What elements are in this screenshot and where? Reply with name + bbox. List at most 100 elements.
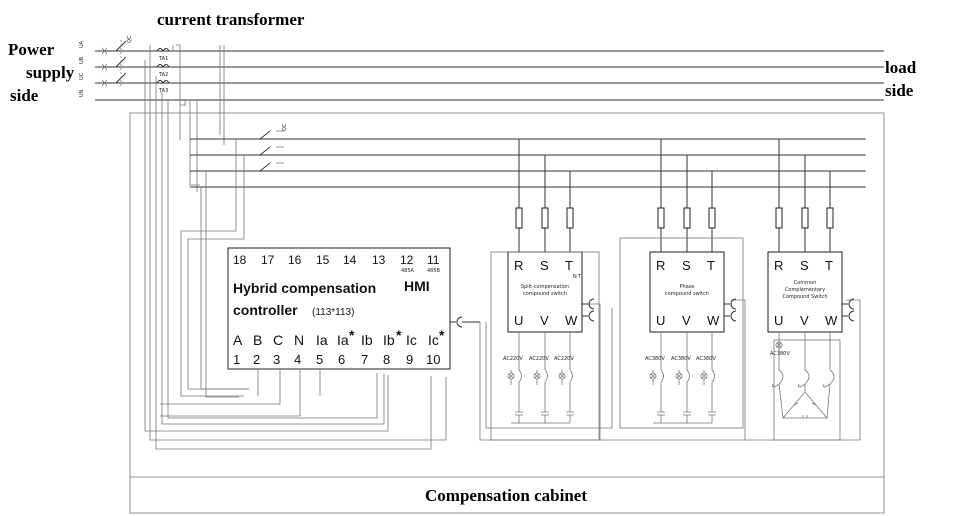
- hybrid-controller: 18 17 16 15 14 13 12 11 485A 485B Hybrid…: [227, 247, 480, 370]
- phase-labels: UA UB UC UN: [79, 40, 85, 97]
- power-supply-side-label: Power supply side: [8, 40, 75, 105]
- switch-n-label: N: [573, 274, 577, 280]
- current-transformer-title: current transformer: [157, 10, 305, 29]
- svg-text:*: *: [439, 327, 445, 343]
- internal-bus: [190, 138, 866, 188]
- svg-text:supply: supply: [26, 63, 75, 82]
- internal-breaker: QC: [259, 123, 288, 172]
- svg-text:(113*113): (113*113): [312, 307, 354, 318]
- switch-terminal-bottom: U: [514, 313, 523, 328]
- main-bus-lines: [95, 50, 884, 101]
- svg-text:17: 17: [261, 253, 275, 267]
- svg-text:485A: 485A: [401, 268, 415, 274]
- switch-terminal-bottom: U: [656, 313, 665, 328]
- ct-leads: [144, 44, 447, 450]
- svg-text:*: *: [349, 327, 355, 343]
- svg-text:8: 8: [383, 352, 390, 367]
- controller-stars: * * *: [349, 327, 445, 343]
- switch-terminal-top: T: [565, 258, 573, 273]
- svg-text:QC: QC: [127, 35, 133, 43]
- svg-text:3: 3: [273, 352, 280, 367]
- controller-top-terminals: 18 17 16 15 14 13 12 11: [233, 253, 440, 267]
- svg-text:15: 15: [316, 253, 330, 267]
- cap-voltage-label: AC380V: [696, 356, 716, 362]
- svg-text:B: B: [253, 332, 262, 348]
- switch-terminal-bottom: V: [540, 313, 549, 328]
- svg-text:7: 7: [361, 352, 368, 367]
- switch-terminal-top: R: [514, 258, 523, 273]
- switch-n-mark: T: [577, 274, 582, 280]
- cap-voltage-label: AC220V: [529, 356, 549, 362]
- svg-text:1: 1: [233, 352, 240, 367]
- svg-text:Ia: Ia: [337, 332, 349, 348]
- controller-bottom-terminals: 1 2 3 4 5 6 7 8 9 10: [233, 352, 440, 367]
- cap-voltage-label: AC380V: [645, 356, 665, 362]
- cap-voltage-label: AC380V: [770, 351, 790, 357]
- switch-terminal-bottom: U: [774, 313, 783, 328]
- svg-text:load: load: [885, 58, 917, 77]
- switch-label: compound switch: [665, 291, 709, 297]
- switch-terminal-bottom: V: [800, 313, 809, 328]
- svg-text:5: 5: [316, 352, 323, 367]
- cap-voltage-label: AC220V: [503, 356, 523, 362]
- switch-terminal-bottom: W: [707, 313, 720, 328]
- svg-text:Ib: Ib: [383, 332, 395, 348]
- svg-text:UB: UB: [79, 56, 85, 64]
- svg-text:485B: 485B: [427, 268, 441, 274]
- switch-box: [649, 251, 725, 333]
- svg-text:side: side: [885, 81, 914, 100]
- switch-terminal-top: R: [774, 258, 783, 273]
- switch-terminal-top: S: [800, 258, 809, 273]
- controller-title: Hybrid compensation: [233, 280, 376, 296]
- svg-text:12: 12: [400, 253, 414, 267]
- switch-terminal-top: R: [656, 258, 665, 273]
- switch-frame-1: [490, 251, 600, 441]
- controller-leads: [160, 139, 321, 417]
- switch-label: Complementary: [785, 287, 825, 293]
- switch-label: Common: [794, 280, 817, 286]
- compensation-cabinet: [129, 112, 885, 514]
- fuse-marks: [101, 47, 108, 87]
- load-side-label: load side: [885, 58, 917, 100]
- switch-terminal-bottom: W: [825, 313, 838, 328]
- svg-text:controller: controller: [233, 302, 298, 318]
- cap-voltage-label: AC380V: [671, 356, 691, 362]
- svg-text:A: A: [233, 332, 243, 348]
- svg-text:13: 13: [372, 253, 386, 267]
- svg-text:16: 16: [288, 253, 302, 267]
- svg-text:Ib: Ib: [361, 332, 373, 348]
- svg-text:side: side: [10, 86, 39, 105]
- switch-terminal-bottom: V: [682, 313, 691, 328]
- switch-box: [767, 251, 843, 333]
- controller-hmi: HMI: [404, 278, 430, 294]
- cabinet-title: Compensation cabinet: [425, 486, 587, 505]
- switch-label: compound switch: [523, 291, 567, 297]
- switch-terminal-bottom: W: [565, 313, 578, 328]
- svg-text:UA: UA: [79, 40, 85, 48]
- svg-text:Ia: Ia: [316, 332, 328, 348]
- svg-text:9: 9: [406, 352, 413, 367]
- svg-text:QC: QC: [282, 123, 288, 131]
- svg-text:UN: UN: [79, 89, 85, 97]
- svg-text:Power: Power: [8, 40, 55, 59]
- main-breaker: QC: [115, 35, 133, 88]
- svg-text:N: N: [294, 332, 304, 348]
- svg-text:TA1: TA1: [158, 56, 168, 62]
- svg-text:UC: UC: [79, 72, 85, 80]
- svg-text:*: *: [396, 327, 402, 343]
- svg-text:TA2: TA2: [158, 72, 168, 78]
- switch-label: Split-compensation: [521, 284, 569, 290]
- switch-label: Compound Switch: [782, 294, 827, 300]
- switch-terminal-top: S: [540, 258, 549, 273]
- switch-label: Phase: [680, 284, 695, 290]
- svg-text:14: 14: [343, 253, 357, 267]
- signal-bus: [479, 299, 861, 441]
- svg-text:18: 18: [233, 253, 247, 267]
- controller-bottom-labels: A B C N Ia Ia Ib Ib Ic Ic: [233, 332, 439, 348]
- svg-text:Ic: Ic: [406, 332, 417, 348]
